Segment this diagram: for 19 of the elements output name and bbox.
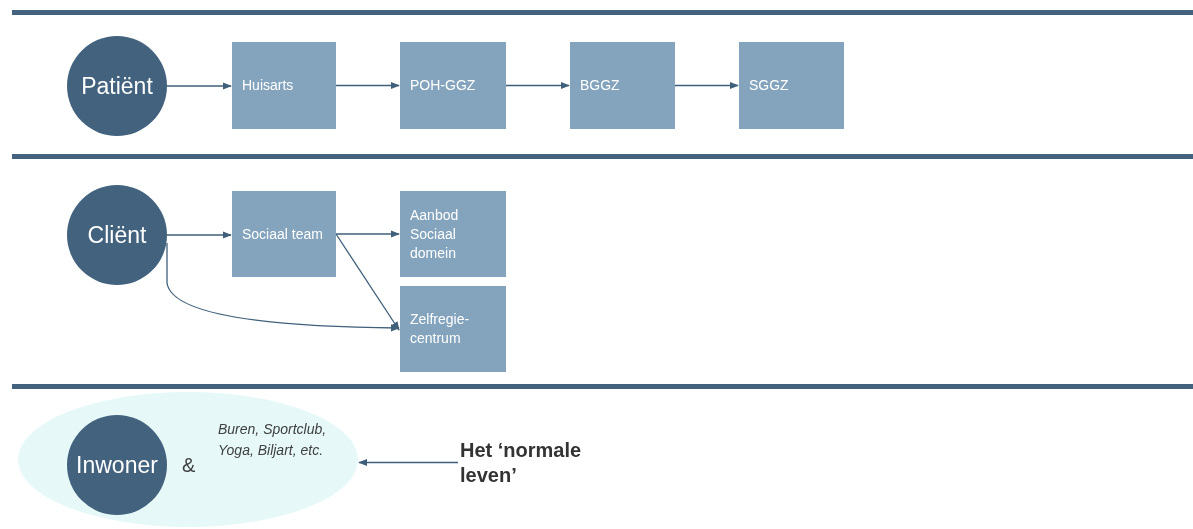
process-box: POH-GGZ xyxy=(400,42,506,129)
arrow xyxy=(166,82,232,90)
arrow xyxy=(505,81,570,90)
process-box: BGGZ xyxy=(570,42,675,129)
arrow xyxy=(335,230,400,238)
process-box: SGGZ xyxy=(739,42,844,129)
arrow xyxy=(166,231,232,239)
arrow xyxy=(335,81,400,90)
process-box: Huisarts xyxy=(232,42,336,129)
process-box: Aanbod Sociaal domein xyxy=(400,191,506,277)
process-box: Sociaal team xyxy=(232,191,336,277)
ampersand: & xyxy=(182,453,196,478)
arrow xyxy=(358,458,459,467)
examples-text: Buren, Sportclub, Yoga, Biljart, etc. xyxy=(218,420,328,460)
process-box: Zelfregie- centrum xyxy=(400,286,506,372)
arrow xyxy=(335,233,400,331)
arrow xyxy=(166,242,400,332)
arrow xyxy=(674,81,739,90)
bare-text: Het ‘normale leven’ xyxy=(460,438,620,494)
